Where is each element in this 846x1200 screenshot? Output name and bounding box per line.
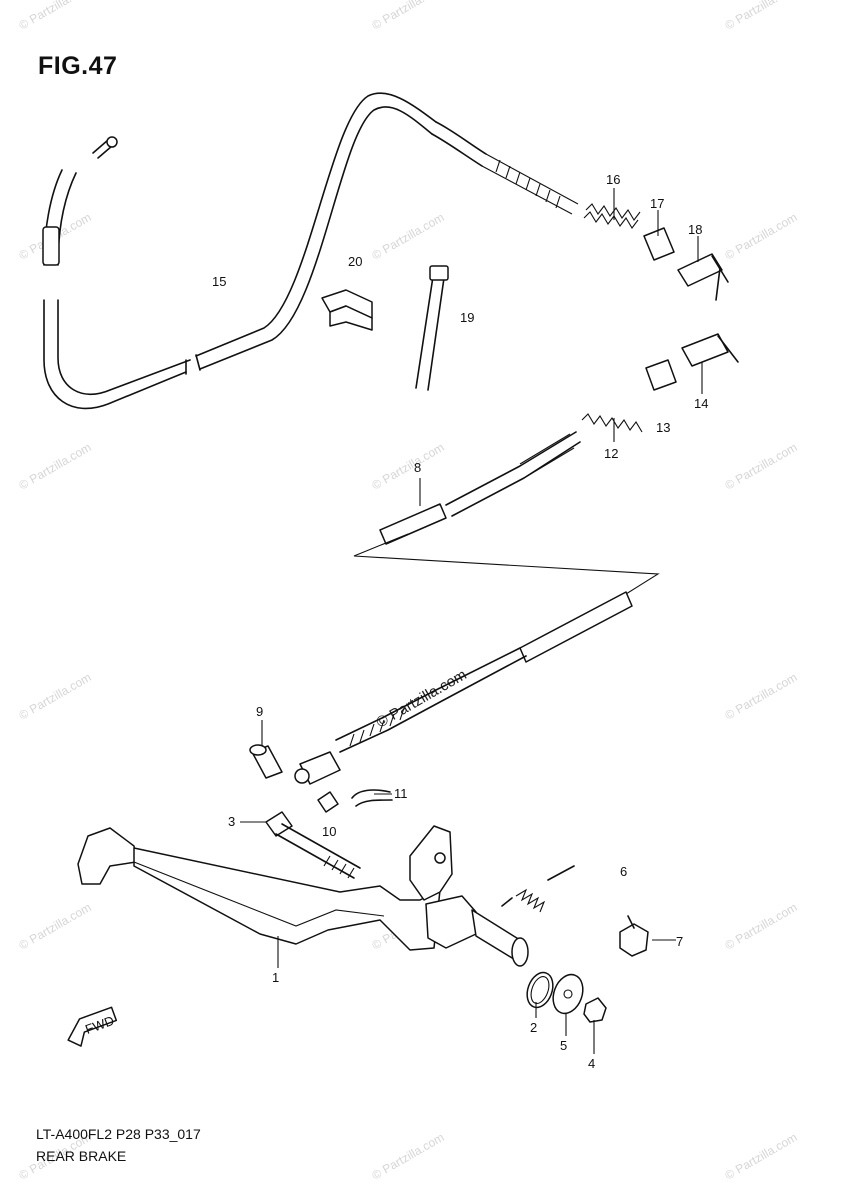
- clevis-pin-9: [249, 744, 283, 779]
- nut-4: [583, 997, 607, 1023]
- brake-pedal-1: [77, 825, 529, 967]
- part-label-19: 19: [460, 310, 474, 325]
- watermark: © Partzilla.com: [723, 0, 800, 33]
- part-label-10: 10: [322, 824, 336, 839]
- watermark: © Partzilla.com: [17, 440, 94, 493]
- part-label-7: 7: [676, 934, 683, 949]
- o-ring-2: [526, 971, 554, 1009]
- figure-title: FIG.47: [38, 52, 118, 80]
- part-label-13: 13: [656, 420, 670, 435]
- figure-name: REAR BRAKE: [36, 1148, 127, 1164]
- washer-10: [317, 791, 339, 813]
- watermark: © Partzilla.com: [17, 900, 94, 953]
- part-label-14: 14: [694, 396, 708, 411]
- cable-clamp-20: [321, 289, 373, 331]
- part-label-3: 3: [228, 814, 235, 829]
- part-label-6: 6: [620, 864, 627, 879]
- watermark: © Partzilla.com: [17, 670, 94, 723]
- washer-5: [552, 973, 584, 1015]
- part-label-20: 20: [348, 254, 362, 269]
- figure-code: LT-A400FL2 P28 P33_017: [36, 1126, 201, 1142]
- pivot-bolt-3: [265, 811, 361, 879]
- watermark: © Partzilla.com: [370, 440, 447, 493]
- watermark: © Partzilla.com: [723, 670, 800, 723]
- part-label-15: 15: [212, 274, 226, 289]
- part-label-17: 17: [650, 196, 664, 211]
- part-label-16: 16: [606, 172, 620, 187]
- cotter-pin-11: [351, 789, 393, 807]
- cable-spring-12: [581, 413, 643, 433]
- watermark: © Partzilla.com: [723, 1130, 800, 1183]
- nut-7: [619, 915, 649, 957]
- cable-sleeve-17: [643, 227, 675, 261]
- cable-break-line: [353, 533, 660, 595]
- watermark: © Partzilla.com: [370, 0, 447, 33]
- cable-end-14: [681, 333, 739, 367]
- part-label-18: 18: [688, 222, 702, 237]
- watermark: © Partzilla.com: [723, 900, 800, 953]
- brake-cable-8: [379, 431, 581, 545]
- watermark: © Partzilla.com: [17, 0, 94, 33]
- cable-sleeve-13: [645, 359, 677, 391]
- band-tie-19: [415, 265, 449, 391]
- brake-cable-lower: [294, 591, 633, 785]
- part-label-5: 5: [560, 1038, 567, 1053]
- return-spring-6: [501, 865, 575, 913]
- forward-direction-arrow: FWD: [67, 1006, 118, 1047]
- brake-cable-15: [42, 92, 579, 410]
- part-label-8: 8: [414, 460, 421, 475]
- cable-spring-16: [583, 203, 641, 229]
- part-label-2: 2: [530, 1020, 537, 1035]
- watermark: © Partzilla.com: [370, 210, 447, 263]
- part-label-9: 9: [256, 704, 263, 719]
- watermark: © Partzilla.com: [723, 440, 800, 493]
- watermark-main: © Partzilla.com: [374, 666, 470, 731]
- watermark: © Partzilla.com: [723, 210, 800, 263]
- leader-lines: [240, 188, 703, 1054]
- part-label-1: 1: [272, 970, 279, 985]
- watermark: © Partzilla.com: [370, 1130, 447, 1183]
- cable-end-18: [677, 253, 729, 301]
- part-label-4: 4: [588, 1056, 595, 1071]
- part-label-11: 11: [394, 786, 408, 801]
- part-callouts: 15 16 17 18 20 19 8 12 13 14 9 11 3 10 6…: [212, 172, 708, 1071]
- part-label-12: 12: [604, 446, 618, 461]
- watermark-layer: © Partzilla.com © Partzilla.com © Partzi…: [17, 0, 800, 1183]
